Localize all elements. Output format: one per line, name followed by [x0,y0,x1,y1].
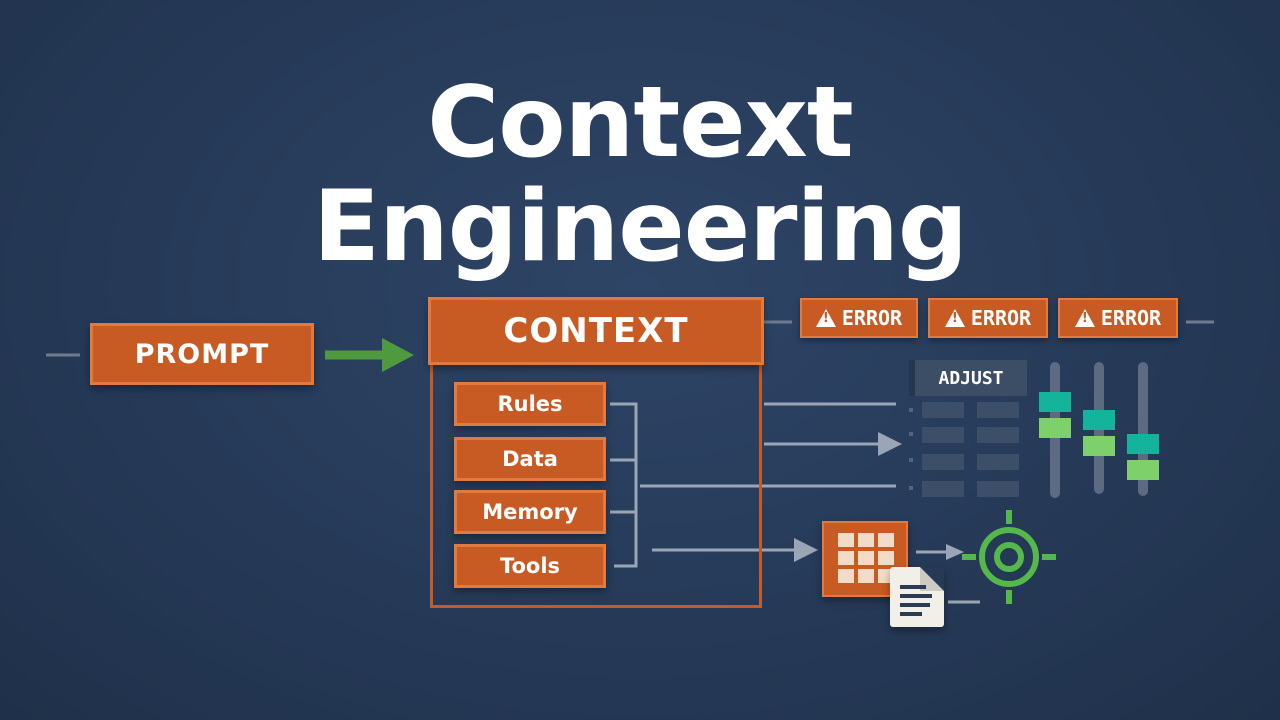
warning-icon [1074,309,1095,327]
error-badge-3: ERROR [1058,298,1178,338]
context-item-rules: Rules [454,382,606,426]
context-item-memory: Memory [454,490,606,534]
context-item-tools: Tools [454,544,606,588]
warning-icon [815,309,836,327]
title-line-2: Engineering [313,170,968,284]
error-label: ERROR [841,306,903,330]
error-label: ERROR [970,306,1032,330]
prompt-box: PROMPT [90,323,314,385]
slider-knob-3 [1127,434,1159,454]
context-header: CONTEXT [428,297,764,365]
context-item-data: Data [454,437,606,481]
title-line-1: Context [427,66,853,180]
adjust-panel-label: ADJUST [909,360,1027,396]
error-badge-2: ERROR [928,298,1048,338]
slider-knob-2 [1083,410,1115,430]
slider-track-3 [1138,362,1148,496]
warning-icon [944,309,965,327]
error-label: ERROR [1100,306,1162,330]
document-icon [890,567,944,627]
slider-knob-1 [1039,392,1071,412]
error-badge-1: ERROR [800,298,918,338]
